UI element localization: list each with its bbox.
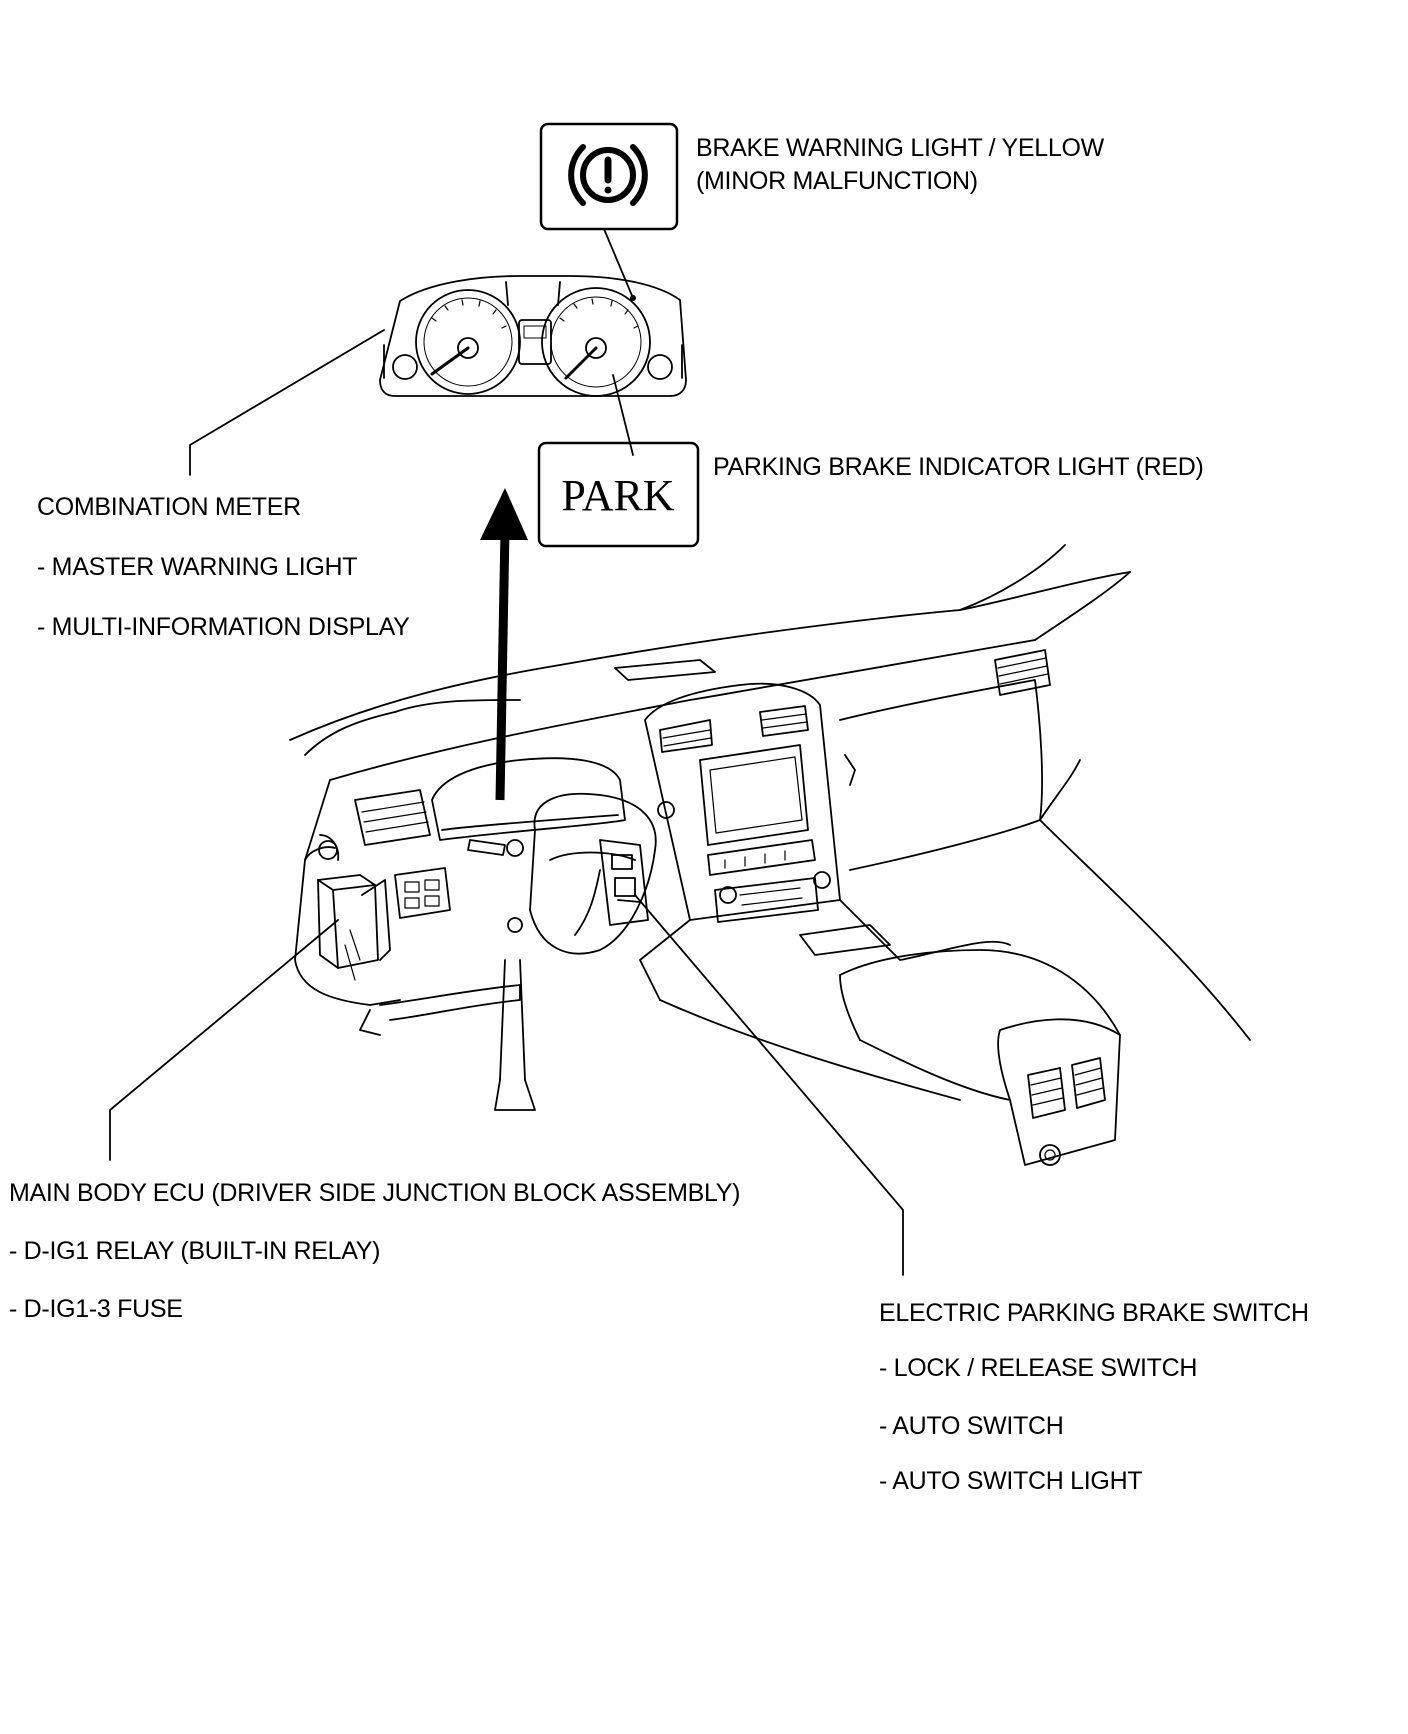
epb-switch-leader [634,894,904,1276]
park-indicator-callout: PARK [537,441,700,548]
dig1-relay-label: - D-IG1 RELAY (BUILT-IN RELAY) [9,1237,381,1265]
master-warning-label: - MASTER WARNING LIGHT [37,553,358,581]
epb-switch-label: ELECTRIC PARKING BRAKE SWITCH [879,1299,1309,1327]
auto-switch-label: - AUTO SWITCH [879,1412,1064,1440]
park-symbol-text: PARK [561,471,675,520]
meter-location-arrow [480,488,528,801]
combination-meter-drawing [379,275,687,456]
brake-warning-label-line1: BRAKE WARNING LIGHT / YELLOW [696,134,1104,162]
main-body-ecu-drawing [317,874,391,981]
main-body-ecu-leader [109,919,339,1161]
dig1-fuse-label: - D-IG1-3 FUSE [9,1295,183,1323]
brake-warning-label-line2: (MINOR MALFUNCTION) [696,167,978,195]
dashboard-drawing [289,544,1251,1166]
epb-switch-drawing [599,839,649,926]
combination-meter-label: COMBINATION METER [37,493,301,521]
multi-info-display-label: - MULTI-INFORMATION DISPLAY [37,613,410,641]
combination-meter-leader [189,329,385,476]
auto-switch-light-label: - AUTO SWITCH LIGHT [879,1467,1143,1495]
main-body-ecu-label: MAIN BODY ECU (DRIVER SIDE JUNCTION BLOC… [9,1179,741,1207]
parking-indicator-label: PARKING BRAKE INDICATOR LIGHT (RED) [713,453,1204,481]
brake-warning-callout [539,122,679,299]
lock-release-switch-label: - LOCK / RELEASE SWITCH [879,1354,1198,1382]
brake-warning-icon [568,144,648,206]
